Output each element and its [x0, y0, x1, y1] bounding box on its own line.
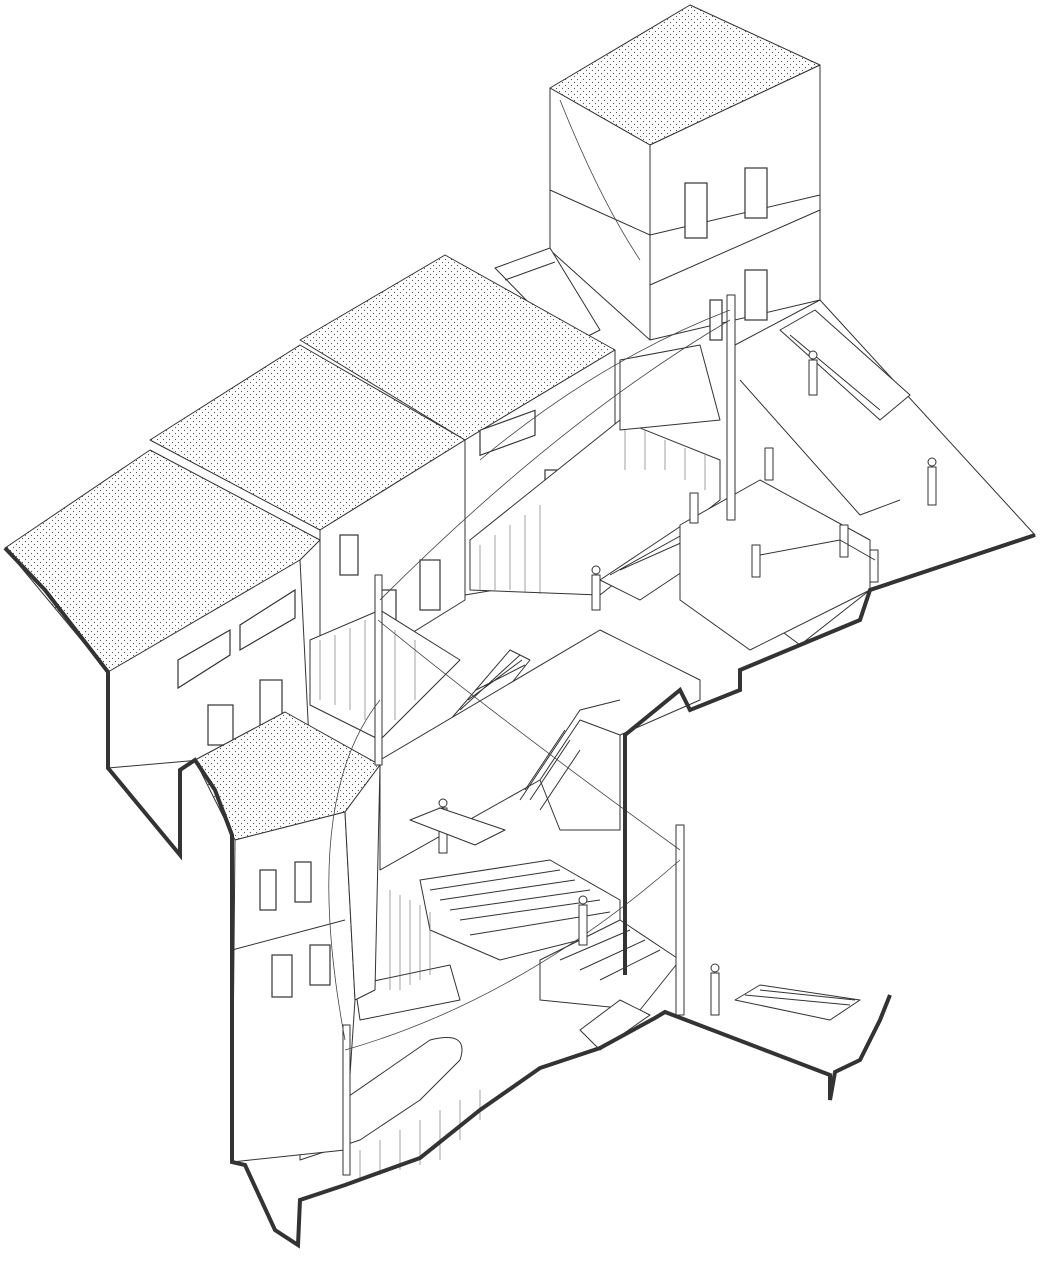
row-house-2	[4, 449, 321, 769]
tower-window	[684, 182, 708, 239]
light-poles	[342, 294, 736, 1176]
section-cut-line	[3, 533, 1036, 1249]
person-figure	[808, 350, 818, 396]
tower-window	[744, 167, 768, 219]
central-stairs	[379, 479, 871, 871]
front-building	[194, 711, 381, 1163]
bollards	[689, 447, 879, 583]
fences	[309, 344, 721, 741]
person-figure	[578, 895, 588, 946]
tower-window	[744, 269, 768, 321]
person-figure	[927, 457, 937, 506]
person-figure	[710, 963, 720, 1016]
lower-stairs	[354, 859, 861, 1051]
person-figure	[591, 565, 601, 611]
tower-building	[549, 4, 821, 341]
tower-window	[709, 299, 723, 341]
boardwalk	[409, 807, 506, 846]
overhead-wires	[328, 309, 731, 1051]
